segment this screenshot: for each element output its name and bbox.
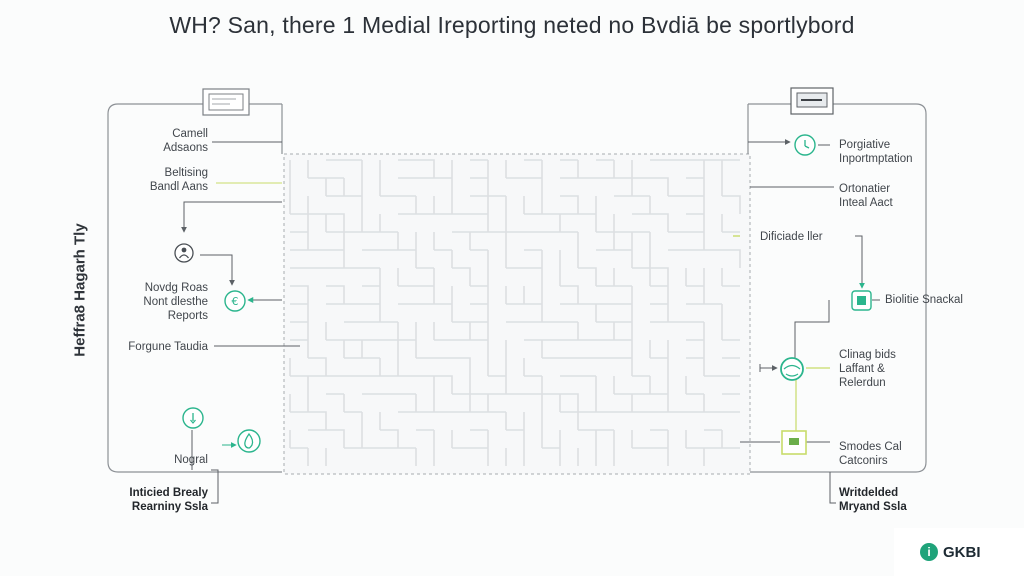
- label-line: Smodes Cal: [839, 441, 902, 453]
- side-title: Heffra8 Hagarh Tly: [71, 223, 89, 357]
- label-line: Rearniny Ssla: [131, 501, 208, 513]
- label-line: Reports: [167, 310, 208, 322]
- label-beltising: Beltising Bandl Aans: [108, 166, 208, 194]
- label-line: Inteal Aact: [839, 197, 893, 209]
- label-line: Beltising: [164, 167, 208, 179]
- label-novdg: Novdg Roas Nont dlesthe Reports: [108, 281, 208, 323]
- label-line: Catconirs: [839, 455, 888, 467]
- label-line: Mryand Ssla: [839, 501, 907, 513]
- label-biolitie: Biolitie Snackal: [885, 294, 963, 306]
- label-ortonatier: Ortonatier Inteal Aact: [839, 182, 893, 210]
- label-line: Laffant &: [839, 363, 885, 375]
- clock-icon: [794, 134, 816, 156]
- svg-text:€: €: [232, 295, 239, 308]
- left-monitor-icon: [202, 88, 250, 116]
- right-bracket: [748, 103, 927, 473]
- chip-icon: [851, 290, 872, 311]
- globe-icon: [780, 357, 804, 381]
- label-line: Inticied Brealy: [129, 487, 208, 499]
- brand-text: GKBI: [943, 543, 981, 561]
- label-forgune: Forgune Taudia: [128, 341, 208, 353]
- label-clinag: Clinag bids Laffant & Relerdun: [839, 348, 896, 390]
- euro-icon: €: [224, 290, 246, 312]
- label-nogral: Nogral: [174, 454, 208, 466]
- label-line: Novdg Roas: [144, 282, 208, 294]
- left-bracket: [107, 103, 282, 473]
- label-line: Ortonatier: [839, 183, 891, 195]
- label-line: Writdelded: [839, 487, 899, 499]
- info-icon: i: [920, 543, 938, 561]
- pin-icon: [182, 407, 204, 429]
- maze-lines: [289, 159, 741, 466]
- label-line: Camell: [172, 128, 208, 140]
- card-icon: [781, 430, 807, 455]
- person-icon: [174, 243, 194, 263]
- label-line: Nont dlesthe: [143, 296, 208, 308]
- label-dificiade: Dificiade ller: [760, 231, 823, 243]
- brand-badge: i GKBI: [894, 528, 1024, 576]
- label-line: Porgiative: [839, 139, 891, 151]
- label-line: Relerdun: [839, 377, 886, 389]
- label-inticied: Inticied Brealy Rearniny Ssla: [98, 486, 208, 514]
- label-writdelded: Writdelded Mryand Ssla: [839, 486, 907, 514]
- label-line: Bandl Aans: [149, 181, 208, 193]
- label-line: Clinag bids: [839, 349, 896, 361]
- right-monitor-icon: [790, 87, 834, 115]
- label-line: Adsaons: [163, 142, 208, 154]
- flame-icon: [237, 429, 261, 453]
- label-line: Inportmptation: [839, 153, 913, 165]
- label-porgiative: Porgiative Inportmptation: [839, 138, 913, 166]
- label-smodes: Smodes Cal Catconirs: [839, 440, 902, 468]
- diagram-title: WH? San, there 1 Medial Ireporting neted…: [169, 12, 855, 38]
- maze-panel: [283, 153, 751, 475]
- label-camell: Camell Adsaons: [118, 127, 208, 155]
